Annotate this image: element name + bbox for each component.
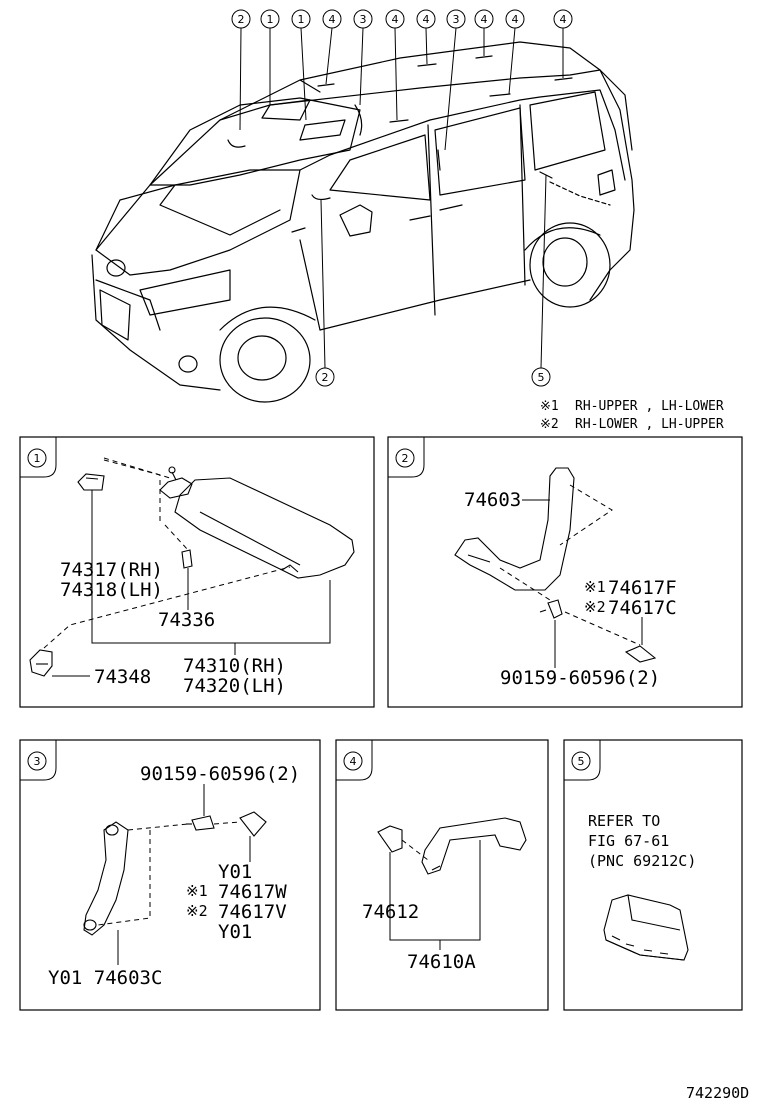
part-90159-bolt-3: 90159-60596(2) xyxy=(140,763,300,785)
mark-2-3: ※2 xyxy=(186,902,208,920)
svg-text:4: 4 xyxy=(481,13,488,26)
note-1-text: RH-UPPER , LH-LOWER xyxy=(575,399,724,414)
callout-circle: 2 xyxy=(315,367,335,387)
note-2-text: RH-LOWER , LH-UPPER xyxy=(575,417,724,432)
svg-text:1: 1 xyxy=(298,13,305,26)
panel-3-assist-grip: 3 90159-60596(2) Y01 ※1 74617W ※2 74617V… xyxy=(19,739,321,1011)
note-1-mark: ※1 xyxy=(540,399,559,414)
panel-3-leaders xyxy=(117,784,251,965)
panel-2-assist-grip: 2 74603 ※1 74617F ※2 74617C 90159-60596(… xyxy=(387,436,743,708)
svg-text:4: 4 xyxy=(329,13,336,26)
svg-text:5: 5 xyxy=(538,371,545,384)
part-74318: 74318(LH) xyxy=(60,579,163,601)
callouts-bottom: 2 5 xyxy=(315,367,551,387)
svg-text:2: 2 xyxy=(238,13,245,26)
part-74610A: 74610A xyxy=(407,951,476,973)
panel-1-leaders xyxy=(52,490,331,677)
svg-text:4: 4 xyxy=(392,13,399,26)
sun-visor-drawing xyxy=(29,466,355,677)
part-74603C: Y01 74603C xyxy=(48,967,162,989)
panel-5-number: 5 xyxy=(578,755,585,768)
note-2-mark: ※2 xyxy=(540,417,559,432)
panel-3-number: 3 xyxy=(34,755,41,768)
callout-circle: 1 xyxy=(291,9,311,29)
svg-text:4: 4 xyxy=(423,13,430,26)
mark-1: ※1 xyxy=(584,578,606,596)
callout-leaders xyxy=(239,27,564,369)
color-y01-top: Y01 xyxy=(218,861,252,883)
svg-text:4: 4 xyxy=(560,13,567,26)
mark-2: ※2 xyxy=(584,598,606,616)
callouts-top: 2 1 1 4 3 4 4 3 4 4 4 xyxy=(231,9,573,29)
callout-circle: 4 xyxy=(385,9,405,29)
part-74336: 74336 xyxy=(158,609,215,631)
lamp-drawing xyxy=(603,894,689,961)
panel-2-leaders xyxy=(522,499,643,668)
callout-circle: 3 xyxy=(353,9,373,29)
part-74617C: 74617C xyxy=(608,597,677,619)
callout-circle: 4 xyxy=(322,9,342,29)
part-74612: 74612 xyxy=(362,901,419,923)
panel-4-coat-hook: 4 74612 74610A xyxy=(335,739,549,1011)
callout-circle: 4 xyxy=(505,9,525,29)
svg-text:3: 3 xyxy=(453,13,460,26)
part-74320: 74320(LH) xyxy=(183,675,286,697)
refer-line-1: REFER TO xyxy=(588,812,660,830)
part-74310: 74310(RH) xyxy=(183,655,286,677)
panel-1-dashed xyxy=(43,457,291,649)
panel-3-dashed xyxy=(97,821,241,926)
panel-2-dashed xyxy=(499,484,641,646)
panel-1-sun-visor: 1 xyxy=(19,436,375,708)
svg-text:2: 2 xyxy=(322,371,329,384)
svg-text:1: 1 xyxy=(267,13,274,26)
part-74348: 74348 xyxy=(94,666,151,688)
panel-1-number: 1 xyxy=(34,452,41,465)
callout-circle: 2 xyxy=(231,9,251,29)
grip-drawing xyxy=(454,467,657,663)
part-74617F: 74617F xyxy=(608,577,677,599)
panel-4-number: 4 xyxy=(350,755,357,768)
refer-line-3: (PNC 69212C) xyxy=(588,852,696,870)
callout-circle: 4 xyxy=(474,9,494,29)
part-90159-bolt: 90159-60596(2) xyxy=(500,667,660,689)
color-y01-bottom: Y01 xyxy=(218,921,252,943)
panel-4-leaders xyxy=(389,840,481,950)
panel-5-refer: 5 REFER TO FIG 67-61 (PNC 69212C) xyxy=(563,739,743,1011)
svg-text:4: 4 xyxy=(512,13,519,26)
svg-text:3: 3 xyxy=(360,13,367,26)
mark-1-3: ※1 xyxy=(186,882,208,900)
refer-line-2: FIG 67-61 xyxy=(588,832,669,850)
part-74603: 74603 xyxy=(464,489,521,511)
hook-drawing xyxy=(377,817,527,875)
panel-4-dashed xyxy=(401,839,429,861)
part-74317: 74317(RH) xyxy=(60,559,163,581)
figure-code: 742290D xyxy=(686,1084,749,1102)
callout-circle: 3 xyxy=(446,9,466,29)
callout-circle: 5 xyxy=(531,367,551,387)
panel-2-number: 2 xyxy=(402,452,409,465)
part-74617V: 74617V xyxy=(218,901,287,923)
callout-circle: 4 xyxy=(416,9,436,29)
callout-circle: 4 xyxy=(553,9,573,29)
grip-drawing-3 xyxy=(83,811,267,936)
legend-notes: ※1 RH-UPPER , LH-LOWER ※2 RH-LOWER , LH-… xyxy=(540,399,724,432)
callout-circle: 1 xyxy=(260,9,280,29)
part-74617W: 74617W xyxy=(218,881,287,903)
van-illustration xyxy=(91,41,635,403)
